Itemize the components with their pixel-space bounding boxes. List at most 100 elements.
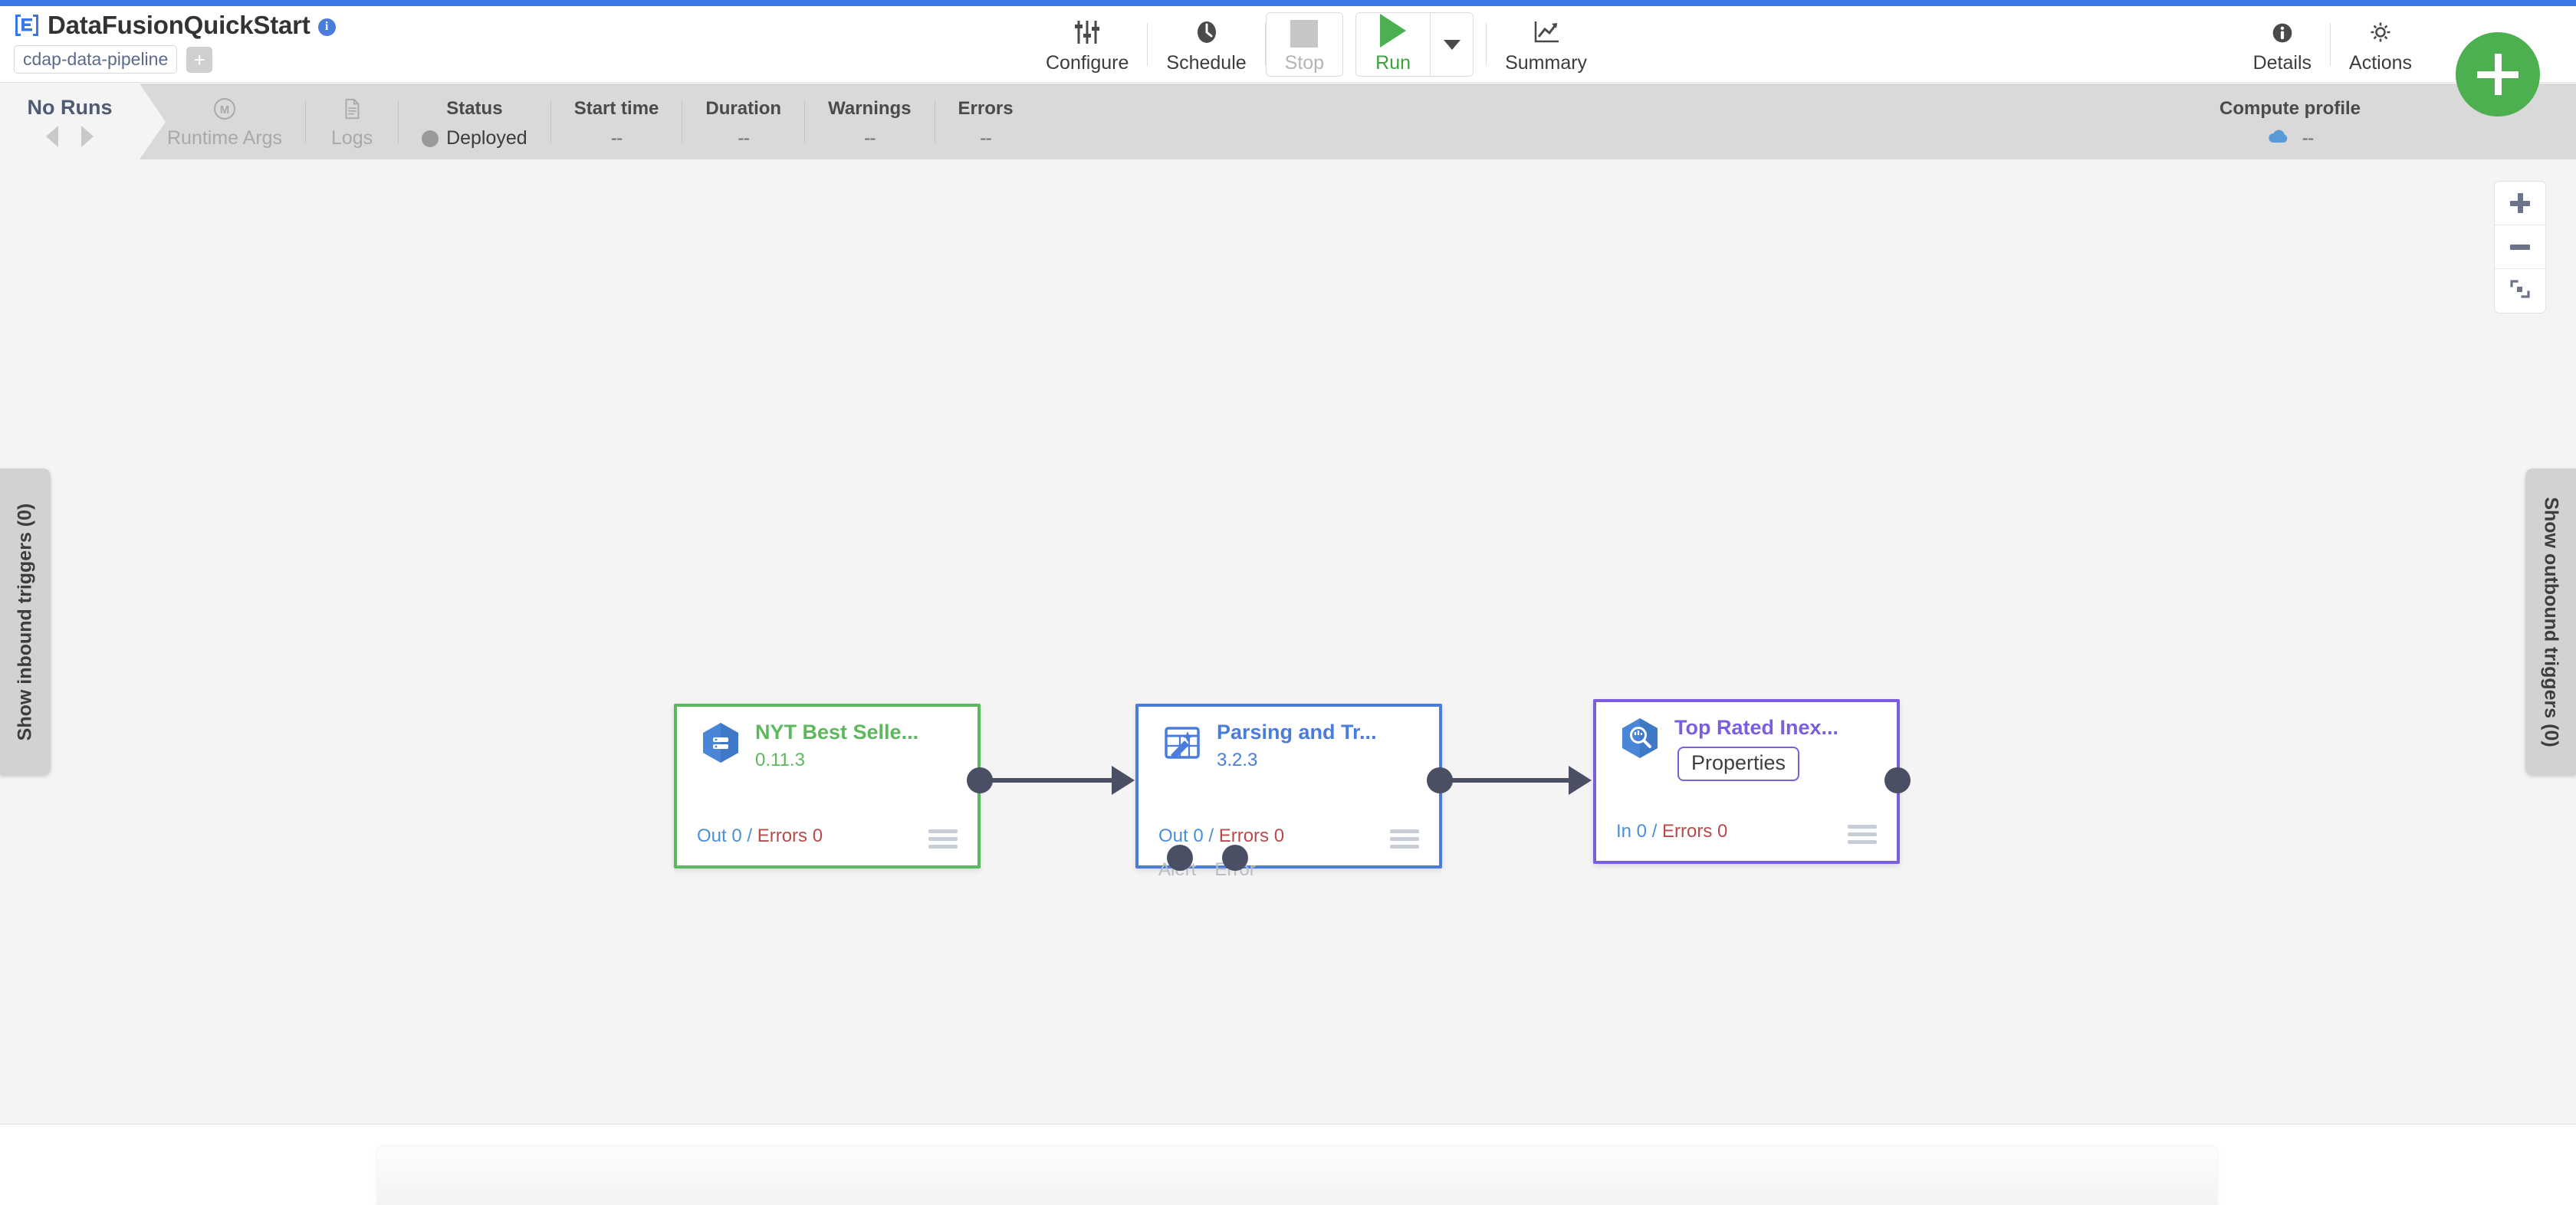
macro-m-icon: M <box>212 94 238 124</box>
fit-to-screen-button[interactable] <box>2495 269 2545 313</box>
hamburger-icon[interactable] <box>928 829 958 849</box>
add-plugin-fab-button[interactable] <box>2456 32 2540 117</box>
stop-label: Stop <box>1284 51 1325 74</box>
toolbar-divider <box>1147 23 1148 66</box>
status-divider <box>398 100 399 143</box>
node-error-endpoint[interactable] <box>1222 845 1248 871</box>
connection-arrow-icon <box>1112 766 1135 795</box>
bigquery-sink-icon <box>1618 716 1662 760</box>
node-metrics: Out 0 / Errors 0 <box>697 826 823 847</box>
toolbar-divider <box>1264 23 1266 66</box>
node-name: Parsing and Tr... <box>1217 721 1377 744</box>
pipeline-node-transform[interactable]: Parsing and Tr... 3.2.3 Out 0 / Errors 0… <box>1135 704 1442 880</box>
clock-icon <box>1191 15 1222 48</box>
pipeline-node-source[interactable]: NYT Best Selle... 0.11.3 Out 0 / Errors … <box>674 704 981 868</box>
toolbar-divider <box>1486 23 1487 66</box>
runs-tab: No Runs <box>0 84 166 159</box>
runtime-args-button[interactable]: M Runtime Args <box>144 84 305 159</box>
configure-label: Configure <box>1046 51 1129 74</box>
triangle-right-icon[interactable] <box>81 126 94 147</box>
compute-profile-value: -- <box>2302 127 2315 149</box>
play-triangle-icon <box>1380 13 1407 48</box>
node-name: Top Rated Inex... <box>1674 716 1839 739</box>
schedule-label: Schedule <box>1166 51 1247 74</box>
show-outbound-triggers-tab[interactable]: Show outbound triggers (0) <box>2525 468 2576 775</box>
toolbar-center-group: Configure Schedule Stop <box>1027 6 1605 83</box>
run-button[interactable]: Run <box>1356 13 1430 76</box>
fit-screen-icon <box>2509 277 2532 304</box>
node-metrics: In 0 / Errors 0 <box>1616 821 1727 842</box>
status-badge: Deployed <box>422 127 527 149</box>
chevron-down-icon <box>1443 39 1460 50</box>
node-in-count: In 0 <box>1616 821 1648 842</box>
connection-arrow-icon <box>1569 766 1592 795</box>
pipeline-canvas[interactable]: Show inbound triggers (0) Show outbound … <box>0 159 2576 1124</box>
wrangler-icon <box>1160 721 1204 765</box>
run-status-bar: No Runs M Runtime Args <box>0 84 2576 159</box>
duration-header: Duration <box>705 98 782 119</box>
add-tag-button[interactable]: + <box>186 46 213 73</box>
start-time-value: -- <box>610 127 623 149</box>
node-output-endpoint[interactable] <box>1884 767 1911 793</box>
status-value: Deployed <box>446 127 527 149</box>
stop-button[interactable]: Stop <box>1267 13 1342 76</box>
node-out-count: Out 0 <box>697 826 742 846</box>
line-chart-icon <box>1531 15 1562 48</box>
gear-icon <box>2365 15 2396 48</box>
runs-title: No Runs <box>27 96 113 119</box>
plus-icon <box>2510 193 2530 213</box>
node-output-endpoint[interactable] <box>1427 767 1453 793</box>
properties-tooltip[interactable]: Properties <box>1677 747 1800 781</box>
status-divider <box>804 100 806 143</box>
sliders-icon <box>1072 15 1102 48</box>
cloud-icon <box>2267 127 2293 149</box>
info-circle-icon <box>2268 15 2297 48</box>
node-alert-endpoint[interactable] <box>1167 845 1193 871</box>
hamburger-icon[interactable] <box>1390 829 1419 849</box>
show-inbound-triggers-tab[interactable]: Show inbound triggers (0) <box>0 468 51 775</box>
pipeline-node-sink[interactable]: Top Rated Inex... Properties In 0 / Erro… <box>1593 699 1900 864</box>
stop-button-box[interactable]: Stop <box>1265 12 1344 77</box>
run-dropdown-button[interactable] <box>1430 13 1473 76</box>
node-error-count: Errors 0 <box>1218 826 1285 846</box>
compute-profile-field[interactable]: Compute profile -- <box>2220 84 2361 159</box>
details-label: Details <box>2252 51 2312 74</box>
hamburger-icon[interactable] <box>1848 825 1877 844</box>
node-metrics: Out 0 / Errors 0 <box>1158 826 1284 847</box>
actions-button[interactable]: Actions <box>2331 9 2430 80</box>
status-items: M Runtime Args Logs Status <box>144 84 1037 159</box>
node-version: 0.11.3 <box>755 750 805 771</box>
node-output-endpoint[interactable] <box>967 767 993 793</box>
errors-field: Errors -- <box>935 84 1037 159</box>
minus-icon <box>2510 237 2530 257</box>
info-icon[interactable]: i <box>317 18 336 36</box>
zoom-in-button[interactable] <box>2495 182 2545 225</box>
status-header: Status <box>446 98 503 119</box>
run-button-box[interactable]: Run <box>1355 12 1474 77</box>
connection-link[interactable] <box>1440 778 1588 783</box>
errors-header: Errors <box>958 98 1014 119</box>
status-divider <box>550 100 551 143</box>
metrics-separator: / <box>1651 821 1658 842</box>
bottom-drawer-panel[interactable] <box>377 1147 2217 1205</box>
configure-button[interactable]: Configure <box>1027 9 1147 80</box>
triangle-left-icon[interactable] <box>46 126 58 147</box>
run-label: Run <box>1375 51 1411 74</box>
logs-button[interactable]: Logs <box>306 84 398 159</box>
details-button[interactable]: Details <box>2235 9 2330 80</box>
page-title: DataFusionQuickStart <box>48 11 310 39</box>
logs-label: Logs <box>330 127 373 149</box>
node-error-count: Errors 0 <box>757 826 823 846</box>
node-version: 3.2.3 <box>1217 750 1258 771</box>
connection-link[interactable] <box>980 778 1129 783</box>
schedule-button[interactable]: Schedule <box>1148 9 1264 80</box>
metrics-separator: / <box>1208 826 1214 846</box>
zoom-out-button[interactable] <box>2495 225 2545 269</box>
status-dot-icon <box>422 130 439 147</box>
summary-button[interactable]: Summary <box>1487 9 1605 80</box>
start-time-header: Start time <box>573 98 659 119</box>
pipeline-type-pill[interactable]: cdap-data-pipeline <box>14 45 178 74</box>
stop-square-icon <box>1290 15 1319 48</box>
errors-value: -- <box>980 127 992 149</box>
